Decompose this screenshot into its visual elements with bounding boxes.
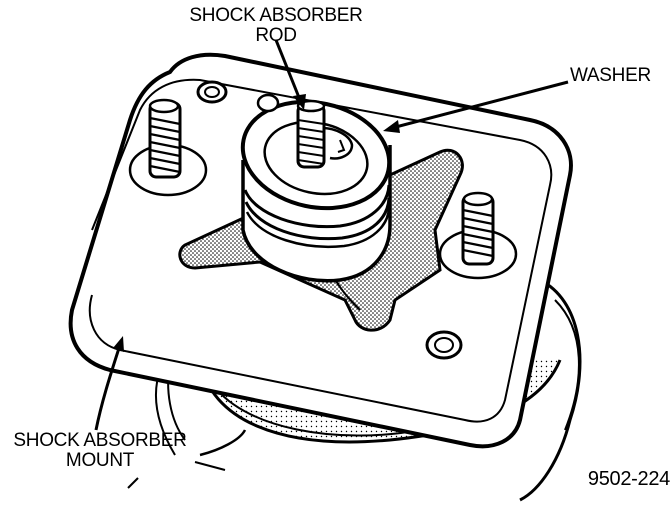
shock-absorber-rod-label: SHOCK ABSORBER ROD — [176, 6, 376, 46]
leader-mount — [94, 336, 124, 431]
figure-number: 9502-224 — [560, 469, 670, 489]
washer-label-text: WASHER — [570, 65, 651, 86]
shock-absorber-rod — [296, 99, 326, 169]
left-stud — [128, 98, 208, 197]
right-stud — [438, 191, 518, 280]
stray-mark — [127, 477, 139, 489]
mount-label-line1: SHOCK ABSORBER — [13, 430, 187, 451]
rod-label-line1: SHOCK ABSORBER — [189, 5, 363, 26]
washer-label: WASHER — [570, 66, 670, 86]
mounting-holes — [196, 80, 463, 360]
rod-label-line2: ROD — [255, 25, 297, 46]
leader-washer — [383, 80, 569, 133]
figure-number-text: 9502-224 — [587, 468, 670, 490]
center-bushing — [240, 99, 392, 283]
shock-absorber-mount-label: SHOCK ABSORBER MOUNT — [0, 431, 200, 471]
leader-rod — [274, 39, 306, 110]
mount-label-line2: MOUNT — [65, 450, 135, 471]
